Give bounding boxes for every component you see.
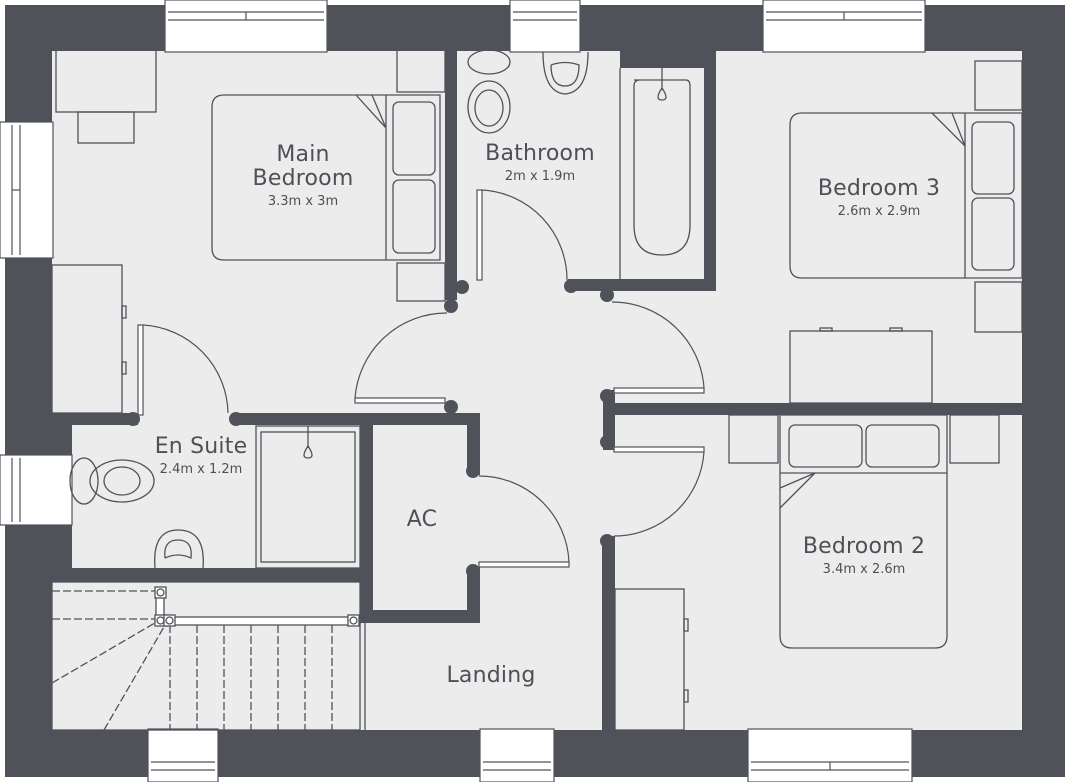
nightstand-icon (974, 60, 1023, 111)
staircase-icon (51, 581, 361, 731)
window-landing-bottom (479, 728, 555, 782)
desk-icon (789, 330, 933, 404)
room-name: AC (406, 507, 438, 532)
door-bathroom (476, 189, 483, 281)
room-name: Bedroom 3 (817, 176, 941, 201)
window-main-bedroom-top (164, 0, 328, 53)
room-name: Landing (446, 663, 536, 688)
nightstand-icon (974, 281, 1023, 333)
window-bedroom3-top (762, 0, 926, 53)
window-bathroom-top (509, 0, 581, 53)
room-name: Bathroom (485, 141, 595, 166)
door-ac (478, 561, 570, 568)
room-label-en-suite: En Suite 2.4m x 1.2m (154, 434, 248, 478)
toilet-icon (467, 49, 511, 75)
room-dimensions: 3.4m x 2.6m (822, 562, 906, 578)
chair-icon (77, 111, 135, 144)
door-main-bedroom (354, 397, 446, 404)
room-label-bedroom-3: Bedroom 3 2.6m x 2.9m (817, 176, 941, 220)
window-stairs-bottom (147, 728, 219, 782)
windows (0, 0, 926, 782)
bed-icon (779, 414, 948, 649)
nightstand-icon (396, 49, 446, 93)
nightstand-icon (728, 414, 779, 464)
fixtures (51, 49, 1023, 731)
room-name: Bedroom (252, 166, 354, 192)
room-name: Bedroom 2 (802, 534, 926, 559)
sink-icon (154, 529, 204, 569)
room-dimensions: 2m x 1.9m (504, 169, 576, 185)
bed-icon (789, 112, 1023, 279)
nightstand-icon (949, 414, 1000, 464)
wardrobe-icon (51, 264, 123, 414)
room-dimensions: 2.4m x 1.2m (159, 462, 243, 478)
toilet-icon (69, 457, 99, 505)
door-en-suite (137, 324, 144, 416)
room-label-bathroom: Bathroom 2m x 1.9m (485, 141, 595, 185)
room-dimensions: 2.6m x 2.9m (837, 204, 921, 220)
nightstand-icon (396, 262, 446, 302)
room-label-main-bedroom: Main Bedroom 3.3m x 3m (252, 142, 354, 210)
doors (137, 189, 705, 568)
window-ensuite-left (0, 454, 73, 526)
interior-walls (50, 48, 1025, 734)
room-label-bedroom-2: Bedroom 2 3.4m x 2.6m (802, 534, 926, 578)
room-label-ac: AC (406, 507, 438, 532)
bathtub-icon (633, 79, 691, 256)
window-main-bedroom-left (0, 121, 54, 259)
room-dimensions: 3.3m x 3m (267, 194, 339, 210)
room-name: En Suite (154, 434, 248, 459)
room-label-landing: Landing (446, 663, 536, 688)
room-name: Main (276, 142, 330, 167)
door-jambs (126, 279, 614, 578)
wardrobe-icon (614, 588, 685, 731)
bed-icon (211, 94, 441, 261)
window-bedroom2-bottom (747, 728, 913, 782)
door-bedroom-2 (613, 446, 705, 453)
door-bedroom-3 (613, 387, 705, 394)
sink-icon (542, 51, 589, 95)
